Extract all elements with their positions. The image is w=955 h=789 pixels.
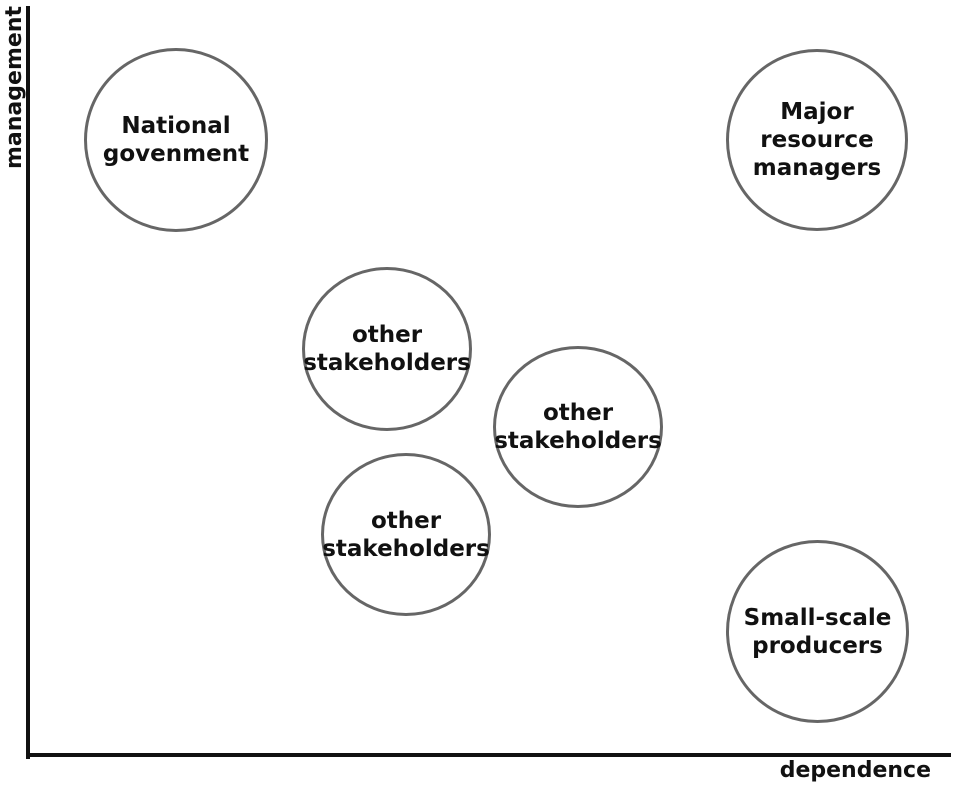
y-axis-label: management [2, 6, 27, 169]
other-stakeholders-label-right: other stakeholders [494, 400, 662, 454]
other-stakeholders-node-right: other stakeholders [493, 346, 663, 508]
major-resource-managers-label: Major resource managers [752, 99, 882, 181]
other-stakeholders-label-lower: other stakeholders [322, 507, 490, 562]
y-axis-line [26, 6, 30, 759]
x-axis-line [26, 753, 951, 757]
small-scale-producers-label: Small-scale producers [743, 604, 892, 659]
national-government-label: National govenment [102, 113, 250, 167]
national-government-node: National govenment [84, 48, 268, 232]
x-axis-label: dependence [779, 758, 931, 783]
major-resource-managers-node: Major resource managers [726, 49, 908, 231]
other-stakeholders-node-lower: other stakeholders [321, 453, 491, 616]
other-stakeholders-label-upper: other stakeholders [303, 322, 471, 376]
other-stakeholders-node-upper: other stakeholders [302, 267, 472, 431]
small-scale-producers-node: Small-scale producers [726, 540, 909, 723]
